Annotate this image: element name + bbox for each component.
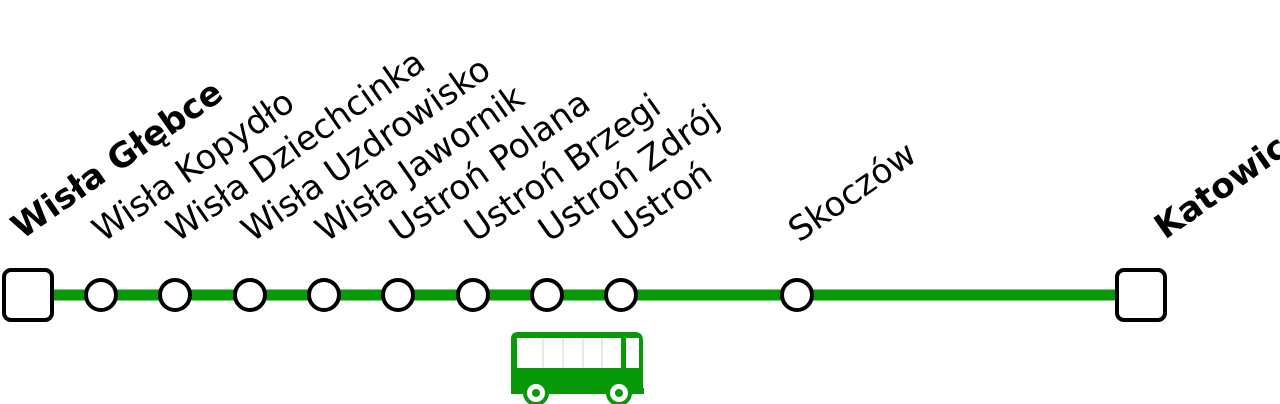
stop-marker [604, 278, 638, 312]
terminus-marker [1115, 268, 1167, 322]
stop-marker [381, 278, 415, 312]
stop-marker [233, 278, 267, 312]
terminus-marker [2, 268, 54, 322]
stop-marker [158, 278, 192, 312]
stop-marker [780, 278, 814, 312]
stop-marker [530, 278, 564, 312]
stop-marker [307, 278, 341, 312]
terminus-label: Katowice [1147, 114, 1280, 247]
stop-marker [456, 278, 490, 312]
bus-icon [511, 332, 644, 404]
stops-layer [2, 268, 1167, 322]
stop-label: Skoczów [781, 134, 924, 251]
stop-marker [84, 278, 118, 312]
